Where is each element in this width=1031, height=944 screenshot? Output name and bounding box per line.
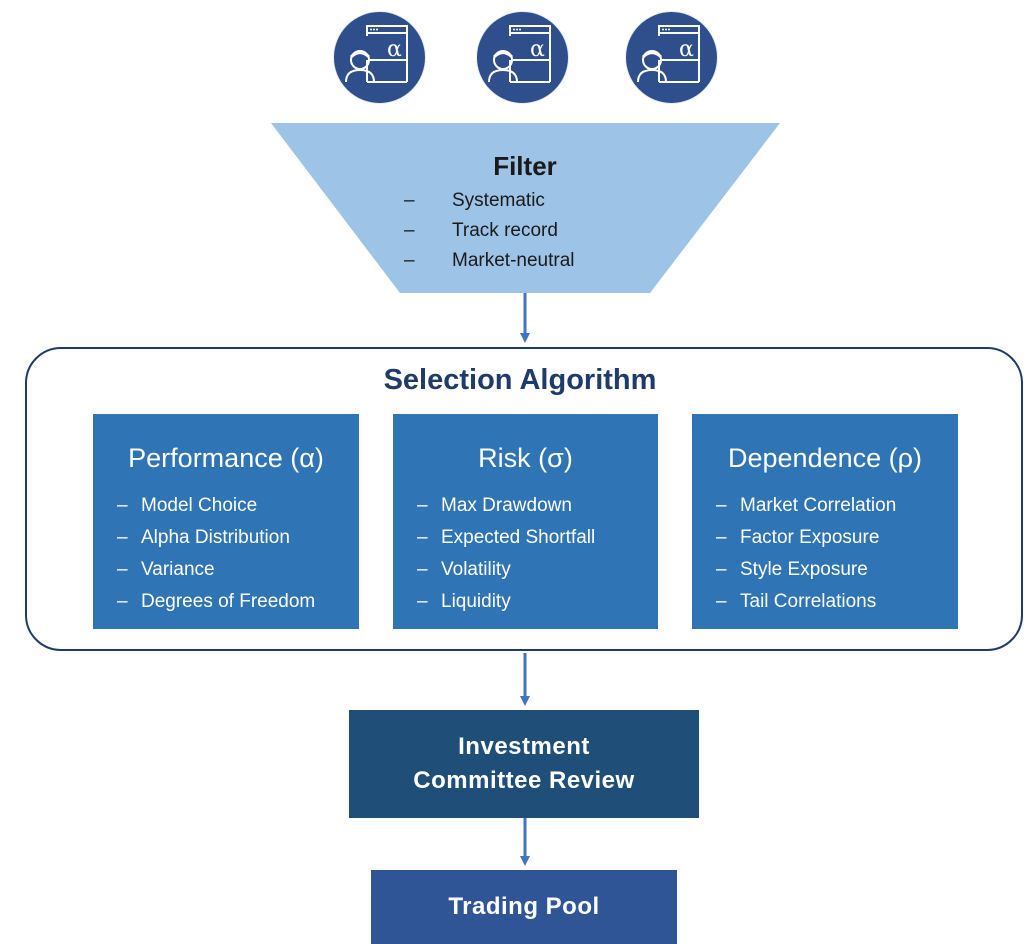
filter-criteria-list: – Systematic – Track record – Market-neutra… (404, 186, 575, 276)
dash-bullet: – (404, 190, 415, 211)
pillar-item: –Variance (117, 554, 315, 586)
analyst-alpha-icon: α (488, 25, 551, 83)
dash-bullet: – (716, 495, 727, 516)
pillar-item-label: Degrees of Freedom (141, 591, 316, 612)
dash-bullet: – (716, 591, 727, 612)
pillar-title: Risk (σ) (478, 443, 573, 473)
analyst-alpha-icon: α (345, 25, 408, 83)
pillar-item: –Expected Shortfall (417, 522, 595, 554)
dash-bullet: – (417, 527, 428, 548)
analyst-alpha-icon: α (637, 25, 700, 83)
pillar-item-label: Max Drawdown (441, 495, 572, 516)
pillar-criteria-list: –Model Choice –Alpha Distribution –Varia… (117, 490, 315, 618)
pillar-item: –Market Correlation (716, 490, 896, 522)
dash-bullet: – (117, 559, 128, 580)
analyst-avatar-2: α (476, 11, 569, 104)
dash-bullet: – (417, 559, 428, 580)
pillar-item: –Factor Exposure (716, 522, 896, 554)
dash-bullet: – (117, 495, 128, 516)
pillar-item: –Max Drawdown (417, 490, 595, 522)
pillar-criteria-list: –Market Correlation –Factor Exposure –St… (716, 490, 896, 618)
pillar-item-label: Factor Exposure (740, 527, 880, 548)
filter-item: – Track record (404, 216, 575, 246)
filter-item-label: Market-neutral (452, 250, 575, 271)
svg-text:α: α (387, 37, 402, 62)
selection-algorithm-title: Selection Algorithm (383, 364, 657, 396)
pillar-risk: Risk (σ) –Max Drawdown –Expected Shortfa… (393, 414, 658, 629)
pillar-performance: Performance (α) –Model Choice –Alpha Dis… (93, 414, 359, 629)
svg-text:α: α (679, 37, 694, 62)
pillar-item: –Degrees of Freedom (117, 586, 315, 618)
pillar-item-label: Volatility (441, 559, 511, 580)
dash-bullet: – (417, 591, 428, 612)
filter-item: – Market-neutral (404, 246, 575, 276)
analyst-avatar-3: α (625, 11, 718, 104)
filter-title: Filter (493, 151, 557, 181)
trading-pool-box: Trading Pool (371, 870, 677, 944)
svg-text:α: α (530, 37, 545, 62)
filter-item-label: Systematic (452, 190, 545, 211)
pillar-item: –Tail Correlations (716, 586, 896, 618)
dash-bullet: – (404, 250, 415, 271)
review-label-line-1: Investment (458, 733, 590, 760)
pillar-item: –Style Exposure (716, 554, 896, 586)
dash-bullet: – (716, 527, 727, 548)
pillar-item-label: Alpha Distribution (141, 527, 290, 548)
dash-bullet: – (117, 527, 128, 548)
pillar-item: –Model Choice (117, 490, 315, 522)
pillar-item-label: Variance (141, 559, 215, 580)
pillar-item-label: Tail Correlations (740, 591, 877, 612)
pillar-item-label: Style Exposure (740, 559, 868, 580)
filter-item: – Systematic (404, 186, 575, 216)
dash-bullet: – (404, 220, 415, 241)
pillar-item: –Alpha Distribution (117, 522, 315, 554)
pillar-item-label: Model Choice (141, 495, 258, 516)
analyst-avatar-1: α (333, 11, 426, 104)
review-label-line-2: Committee Review (413, 767, 635, 794)
pillar-item: –Volatility (417, 554, 595, 586)
pillar-title: Dependence (ρ) (728, 443, 922, 473)
pillar-title: Performance (α) (128, 443, 324, 473)
investment-committee-review-box: Investment Committee Review (349, 710, 699, 818)
filter-item-label: Track record (452, 220, 558, 241)
pillar-criteria-list: –Max Drawdown –Expected Shortfall –Volat… (417, 490, 595, 618)
pillar-item-label: Expected Shortfall (441, 527, 596, 548)
dash-bullet: – (117, 591, 128, 612)
pillar-item: –Liquidity (417, 586, 595, 618)
dash-bullet: – (716, 559, 727, 580)
pillar-dependence: Dependence (ρ) –Market Correlation –Fact… (692, 414, 958, 629)
pillar-item-label: Market Correlation (740, 495, 897, 516)
pillar-item-label: Liquidity (441, 591, 511, 612)
dash-bullet: – (417, 495, 428, 516)
filter-funnel (271, 123, 780, 293)
